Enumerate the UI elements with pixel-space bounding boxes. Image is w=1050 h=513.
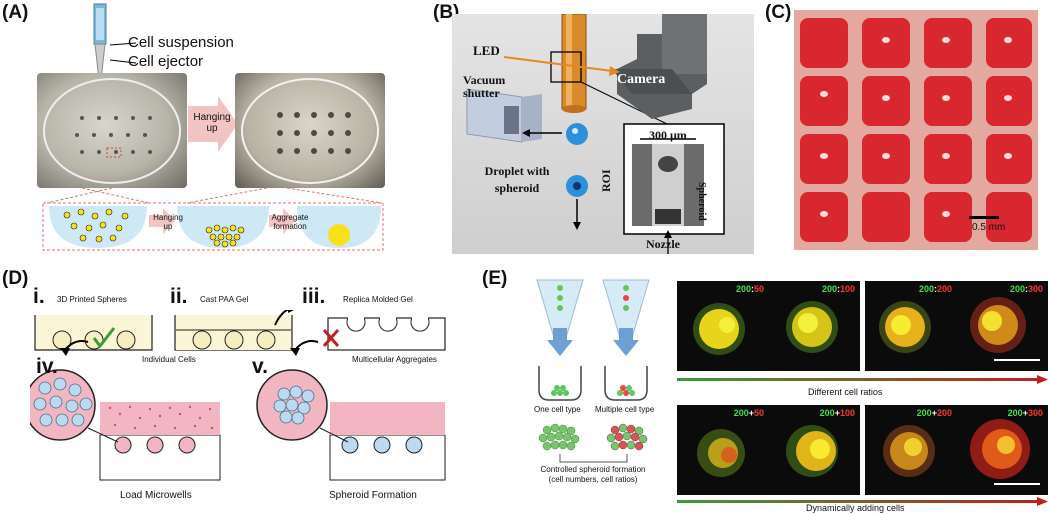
hanging-up-top-label: Hanging up xyxy=(193,112,231,134)
ratio-label: 200+300 xyxy=(1007,408,1043,418)
step-i-number: i. xyxy=(33,285,45,308)
ratio-label: 200+200 xyxy=(916,408,952,418)
fluo-image-2-2: 200+100 xyxy=(768,405,860,495)
ratio-label: 200+100 xyxy=(819,408,855,418)
led-label: LED xyxy=(473,43,500,58)
fluo-image-2-4: 200+300 xyxy=(956,405,1048,495)
panel-e-letter: (E) xyxy=(482,268,508,289)
dynamic-adding-label: Dynamically adding cells xyxy=(806,503,905,513)
step-v-number: v. xyxy=(252,355,268,378)
fluo-image-1-3: 200:200 xyxy=(865,281,957,371)
ratio-label: 200:300 xyxy=(1009,284,1043,294)
load-microwells-label: Load Microwells xyxy=(120,490,192,501)
controlled-formation-sub: (cell numbers, cell ratios) xyxy=(548,475,638,484)
well-array-photo xyxy=(794,10,1038,250)
cell-ejector-label: Cell ejector xyxy=(128,53,204,70)
dynamic-gradient-arrow xyxy=(677,497,1048,506)
fluo-image-1-1: 200:50 xyxy=(677,281,769,371)
controlled-formation-label: Controlled spheroid formation xyxy=(540,465,646,474)
droplet-printer-diagram xyxy=(466,14,725,254)
roi-scale-label: 300 μm xyxy=(649,128,687,142)
nozzle-label: Nozzle xyxy=(646,237,680,251)
hanging-up-bottom-label: Hanging up xyxy=(153,213,183,231)
panel-c-letter: (C) xyxy=(765,2,792,23)
cell-suspension-label: Cell suspension xyxy=(128,34,234,51)
well-scale-label: 0.5 mm xyxy=(972,222,1006,233)
pointer-lines xyxy=(109,42,137,64)
spheroid-label: Spheroid xyxy=(696,182,707,221)
fluo-image-2-3: 200+200 xyxy=(865,405,957,495)
fluo-image-1-2: 200:100 xyxy=(768,281,860,371)
microwell-fabrication-diagram xyxy=(30,310,446,481)
ratio-label: 200:50 xyxy=(735,284,764,294)
droplet-label: Droplet with spheroid xyxy=(484,164,550,195)
ratio-gradient-arrow xyxy=(677,375,1048,384)
panel-d-letter: (D) xyxy=(2,268,29,289)
ratio-label: 200+50 xyxy=(733,408,764,418)
roi-label: ROI xyxy=(599,169,613,192)
step-iv-number: iv. xyxy=(36,355,58,378)
aggregate-formation-label: Aggregate formation xyxy=(271,213,309,231)
spheroid-formation-label: Spheroid Formation xyxy=(329,490,417,501)
ratio-label: 200:100 xyxy=(821,284,855,294)
fluo-image-1-4: 200:300 xyxy=(956,281,1048,371)
one-cell-type-label: One cell type xyxy=(534,405,581,414)
petri-dish-photo-left xyxy=(37,73,187,188)
step-iii-number: iii. xyxy=(302,285,326,308)
fluo-image-2-1: 200+50 xyxy=(677,405,769,495)
vacuum-shutter-label: Vacuum shutter xyxy=(463,73,506,100)
cell-loading-schematic xyxy=(536,279,650,463)
step-iii-label: Replica Molded Gel xyxy=(343,295,413,304)
droplet-schematic xyxy=(42,188,384,251)
step-ii-number: ii. xyxy=(170,285,188,308)
hanging-up-arrow-top xyxy=(188,96,238,152)
step-v-label: Multicellular Aggregates xyxy=(352,355,437,364)
pipette-icon xyxy=(93,3,107,98)
camera-label: Camera xyxy=(617,72,666,87)
different-ratios-label: Different cell ratios xyxy=(808,387,883,397)
step-ii-label: Cast PAA Gel xyxy=(200,295,249,304)
ratio-label: 200:200 xyxy=(918,284,952,294)
multi-cell-type-label: Multiple cell type xyxy=(595,405,655,414)
step-i-label: 3D Printed Spheres xyxy=(57,295,127,304)
step-iv-label: Individual Cells xyxy=(142,355,196,364)
panel-a-letter: (A) xyxy=(2,2,29,23)
petri-dish-photo-right xyxy=(235,73,385,188)
